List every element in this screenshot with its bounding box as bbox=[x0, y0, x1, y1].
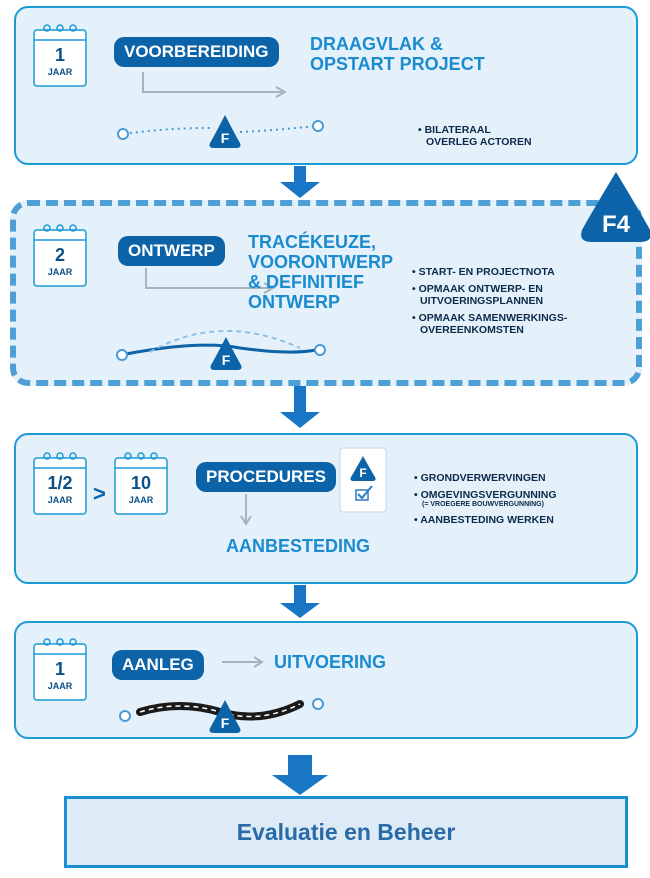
bullet-list: • GRONDVERWERVINGEN • OMGEVINGSVERGUNNIN… bbox=[414, 472, 557, 531]
title-line: VOORONTWERP bbox=[248, 252, 394, 272]
duration-number: 2 bbox=[54, 245, 65, 265]
phase-pill-ontwerp: ONTWERP bbox=[118, 236, 225, 266]
calendar-icon: 1 JAAR bbox=[32, 22, 88, 88]
calendar-icon: 2 JAAR bbox=[32, 222, 88, 288]
route-dotted bbox=[117, 120, 324, 140]
bullet-item: • GRONDVERWERVINGEN bbox=[414, 472, 546, 484]
f4-badge-label: F4 bbox=[602, 211, 631, 238]
step-title: DRAAGVLAK & OPSTART PROJECT bbox=[310, 34, 485, 74]
down-arrow bbox=[280, 166, 320, 198]
connector-arrow bbox=[145, 268, 276, 294]
calendar-icon: 1/2 JAAR bbox=[32, 450, 88, 516]
bullet-text: • OPMAAK SAMENWERKINGS- bbox=[412, 312, 568, 324]
duration-number: 1/2 bbox=[47, 473, 73, 493]
bullet-list: • START- EN PROJECTNOTA • OPMAAK ONTWERP… bbox=[412, 266, 567, 341]
evaluation-box: Evaluatie en Beheer bbox=[64, 796, 628, 868]
f-marker-label: F bbox=[222, 352, 231, 368]
f-marker-icon: F bbox=[209, 115, 241, 148]
down-arrow bbox=[280, 386, 320, 428]
title-line: ONTWERP bbox=[248, 292, 340, 312]
f-marker-icon: F bbox=[210, 337, 242, 370]
duration-number: 1 bbox=[54, 45, 65, 65]
f-marker-icon: F bbox=[209, 700, 241, 733]
step-construction-panel bbox=[14, 621, 638, 739]
phase-pill-voorbereiding: VOORBEREIDING bbox=[114, 37, 279, 67]
phase-pill-procedures: PROCEDURES bbox=[196, 462, 336, 492]
calendar-icon: 10 JAAR bbox=[113, 450, 169, 516]
step-title: TRACÉKEUZE, VOORONTWERP & DEFINITIEF ONT… bbox=[248, 232, 393, 312]
duration-unit: JAAR bbox=[47, 267, 73, 277]
bullet-item: • OMGEVINGSVERGUNNING(= VROEGERE BOUWVER… bbox=[414, 489, 557, 509]
step-preparation-panel bbox=[14, 6, 638, 165]
bullet-text: OVEREENKOMSTEN bbox=[420, 324, 524, 336]
f4-badge-icon: F4 bbox=[581, 172, 650, 242]
phase-pill-aanleg: AANLEG bbox=[112, 650, 204, 680]
bullet-text: UITVOERINGSPLANNEN bbox=[420, 295, 544, 307]
connector-arrow bbox=[142, 72, 288, 98]
f-marker-label: F bbox=[221, 715, 230, 731]
bullet-item: • OPMAAK SAMENWERKINGS-OVEREENKOMSTEN bbox=[412, 312, 567, 336]
range-separator: > bbox=[93, 481, 106, 506]
title-line: TRACÉKEUZE, bbox=[248, 232, 377, 252]
bullet-text: OVERLEG ACTOREN bbox=[426, 136, 532, 148]
duration-unit: JAAR bbox=[47, 67, 73, 77]
connector-arrow bbox=[240, 494, 252, 526]
title-line: DRAAGVLAK & bbox=[310, 34, 443, 54]
title-line: OPSTART PROJECT bbox=[310, 54, 485, 74]
bullet-text: • OMGEVINGSVERGUNNING bbox=[414, 489, 557, 501]
bullet-item: • START- EN PROJECTNOTA bbox=[412, 266, 555, 278]
connector-arrow bbox=[222, 656, 264, 668]
bullet-note: (= VROEGERE BOUWVERGUNNING) bbox=[422, 501, 544, 508]
step-design-panel bbox=[10, 200, 642, 386]
duration-number: 1 bbox=[54, 659, 65, 679]
bullet-text: • OPMAAK ONTWERP- EN bbox=[412, 283, 543, 295]
route-curve bbox=[116, 329, 326, 361]
title-line: & DEFINITIEF bbox=[248, 272, 364, 292]
f-marker-label: F bbox=[221, 130, 230, 146]
bullet-item: • AANBESTEDING WERKEN bbox=[414, 514, 554, 526]
evaluation-label: Evaluatie en Beheer bbox=[236, 819, 456, 845]
title-line: AANBESTEDING bbox=[226, 536, 371, 556]
down-arrow bbox=[280, 585, 320, 618]
step-title: UITVOERING bbox=[274, 652, 386, 672]
duration-unit: JAAR bbox=[47, 681, 73, 691]
duration-unit: JAAR bbox=[47, 495, 73, 505]
duration-unit: JAAR bbox=[128, 495, 154, 505]
down-arrow bbox=[272, 755, 328, 795]
step-title: AANBESTEDING bbox=[226, 536, 370, 556]
title-line: UITVOERING bbox=[274, 652, 387, 672]
calendar-icon: 1 JAAR bbox=[32, 636, 88, 702]
f-marker-label: F bbox=[359, 466, 366, 480]
document-icon: F bbox=[339, 447, 387, 513]
bullet-text: • BILATERAAL bbox=[418, 124, 491, 136]
duration-number: 10 bbox=[130, 473, 152, 493]
